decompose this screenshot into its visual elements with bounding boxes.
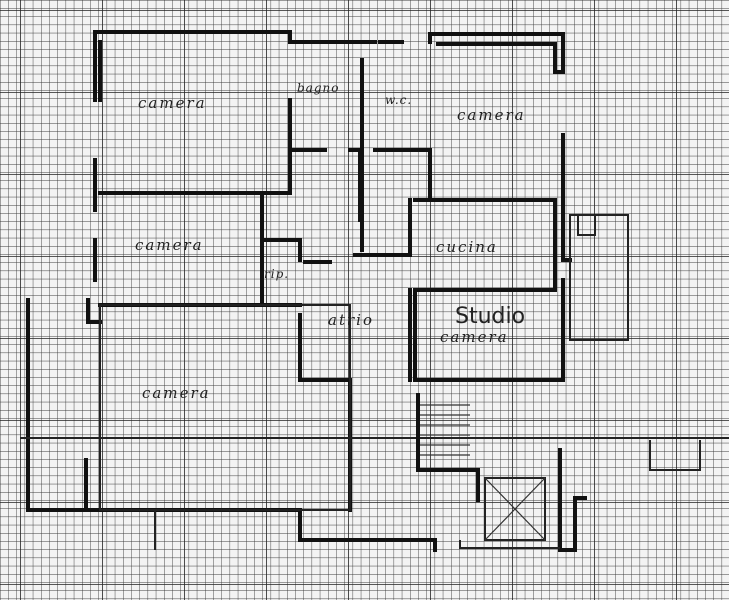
label-wc: w.c. xyxy=(385,93,412,107)
label-bagno: bagno xyxy=(297,81,339,95)
label-camera-top-left: camera xyxy=(138,94,207,112)
label-camera-top-right: camera xyxy=(457,106,526,124)
thin-outlines xyxy=(20,214,729,550)
label-cucina: cucina xyxy=(436,238,498,256)
stair-area xyxy=(416,393,546,541)
stair-steps xyxy=(420,404,470,456)
label-atrio: atrio xyxy=(328,311,374,329)
interior-walls xyxy=(98,40,557,512)
room-labels: camera bagno w.c. camera camera rip. cuc… xyxy=(135,81,526,402)
label-camera-mid-left: camera xyxy=(135,236,204,254)
label-rip: rip. xyxy=(264,267,289,281)
label-camera-studio: camera xyxy=(440,328,509,346)
label-camera-bottom: camera xyxy=(142,384,211,402)
label-studio: Studio xyxy=(455,304,525,329)
